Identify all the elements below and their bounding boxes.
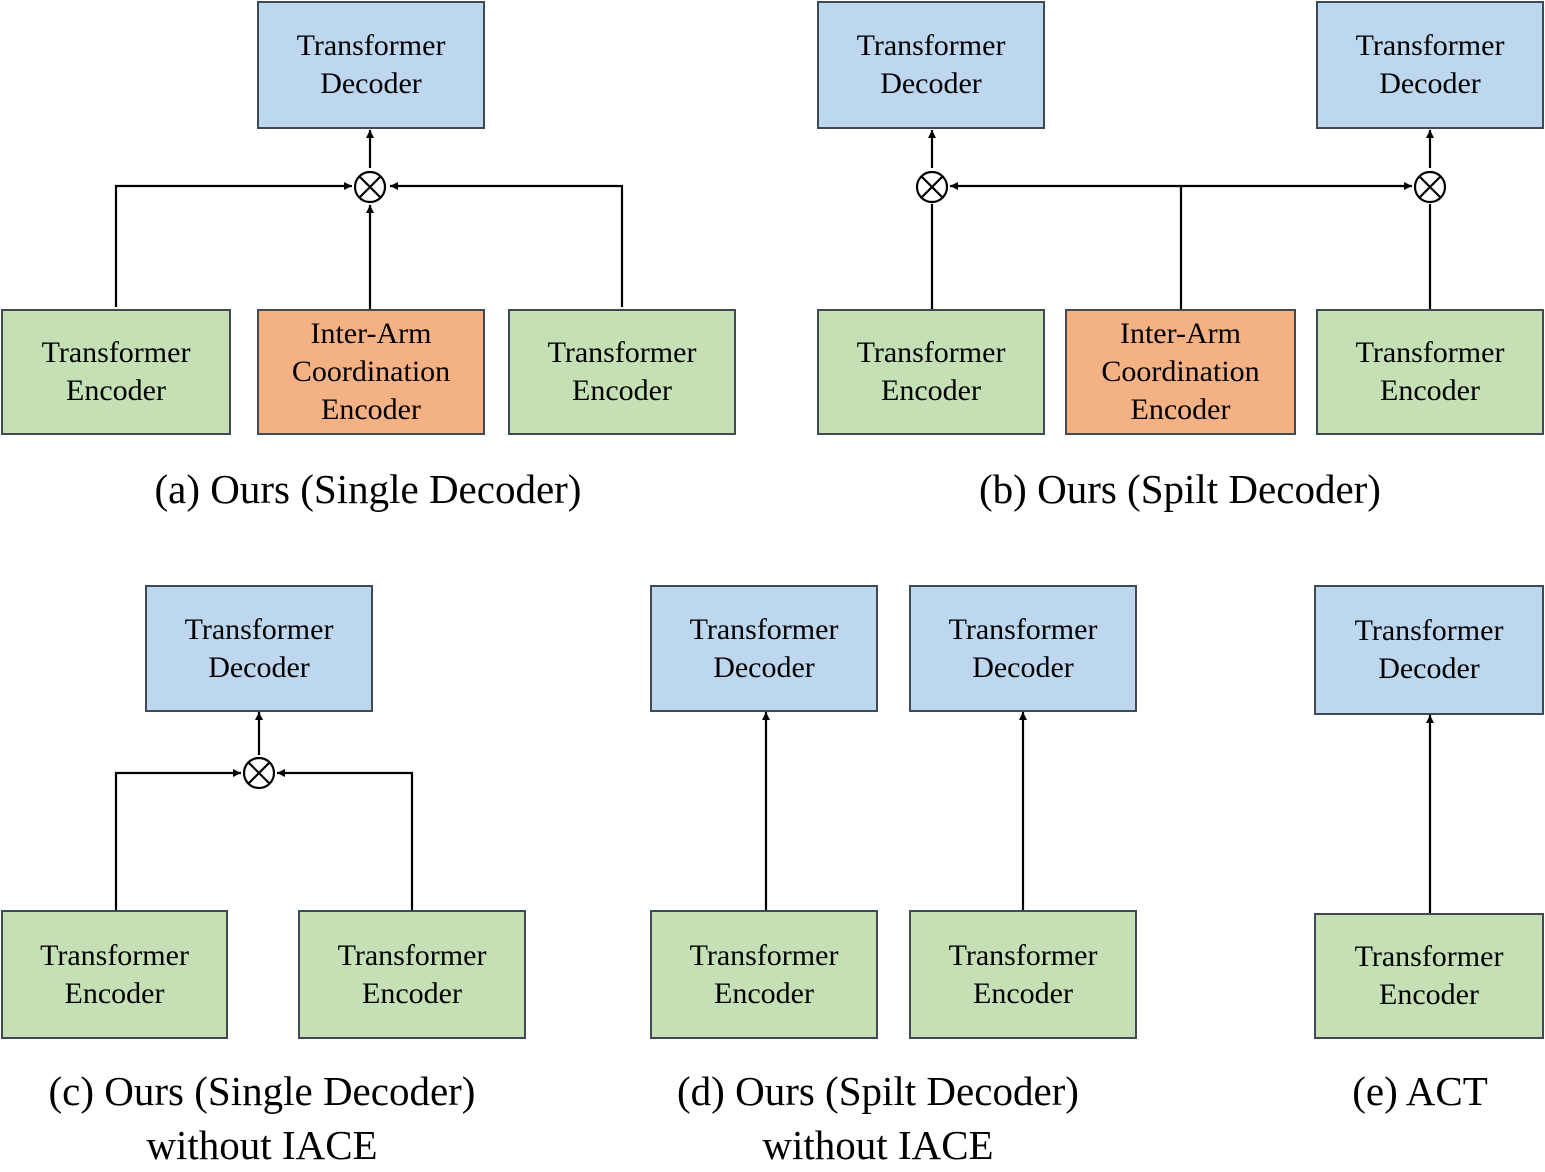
link-encoder-left-to-fusion-c [114,769,241,911]
transformer-decoder-b-right: Transformer Decoder [1316,1,1544,129]
caption-c: (c) Ours (Single Decoder) without IACE [48,1068,476,1168]
caption-a: (a) Ours (Single Decoder) [154,466,582,512]
inter-arm-coordination-encoder-a: Inter-Arm Coordination Encoder [257,309,485,435]
inter-arm-coordination-encoder-b: Inter-Arm Coordination Encoder [1065,309,1296,435]
transformer-decoder-a: Transformer Decoder [257,1,485,129]
transformer-decoder-b-left: Transformer Decoder [817,1,1045,129]
transformer-decoder-c: Transformer Decoder [145,585,373,712]
transformer-encoder-e: Transformer Encoder [1314,913,1544,1039]
caption-e: (e) ACT [1352,1068,1488,1114]
transformer-encoder-a-left: Transformer Encoder [1,309,231,435]
transformer-decoder-d-right: Transformer Decoder [909,585,1137,712]
link-encoder-right-to-fusion-c [277,769,414,911]
circled-times-icon [242,756,276,790]
circled-times-icon [915,170,949,204]
transformer-decoder-e: Transformer Decoder [1314,585,1544,715]
transformer-encoder-d-right: Transformer Encoder [909,910,1137,1039]
transformer-encoder-c-right: Transformer Encoder [298,910,526,1039]
transformer-encoder-d-left: Transformer Encoder [650,910,878,1039]
caption-b: (b) Ours (Spilt Decoder) [979,466,1381,512]
caption-d: (d) Ours (Spilt Decoder) without IACE [677,1068,1079,1168]
circled-times-icon [353,170,387,204]
transformer-encoder-a-right: Transformer Encoder [508,309,736,435]
transformer-encoder-b-right: Transformer Encoder [1316,309,1544,435]
transformer-decoder-d-left: Transformer Decoder [650,585,878,712]
link-encoder-right-to-fusion-a [390,182,624,307]
transformer-encoder-b-left: Transformer Encoder [817,309,1045,435]
transformer-encoder-c-left: Transformer Encoder [1,910,228,1039]
circled-times-icon [1413,170,1447,204]
link-encoder-left-to-fusion-a [114,182,352,307]
